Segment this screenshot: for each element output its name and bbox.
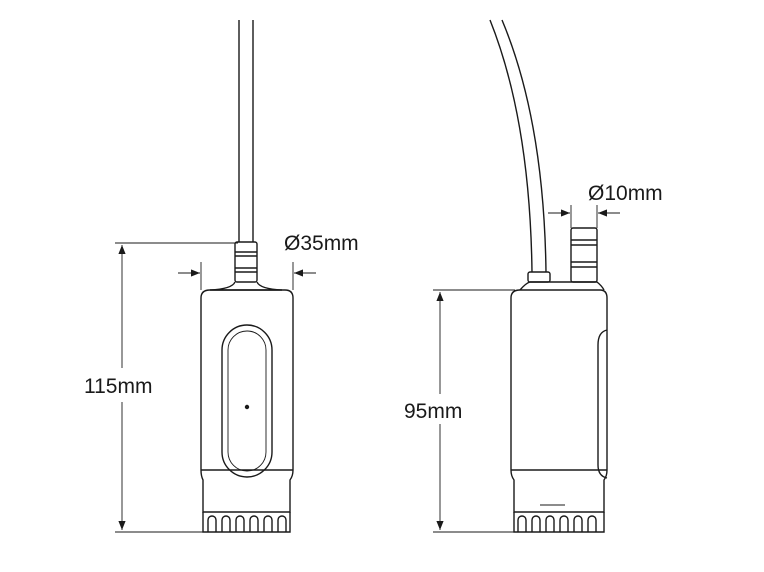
outlet-diameter-dimension: Ø10mm [548, 182, 663, 228]
front-height-label: 115mm [84, 375, 152, 398]
front-view-pump [200, 20, 294, 533]
front-diameter-label: Ø35mm [284, 232, 359, 255]
side-view-pump [489, 19, 608, 533]
side-height-label: 95mm [404, 400, 462, 423]
outlet-diameter-label: Ø10mm [588, 182, 663, 205]
side-intake-grille [517, 515, 597, 532]
side-height-dimension: 95mm [404, 289, 515, 533]
intake-grille [207, 515, 287, 532]
front-diameter-dimension: Ø35mm [178, 232, 359, 290]
front-height-dimension: 115mm [84, 242, 238, 533]
